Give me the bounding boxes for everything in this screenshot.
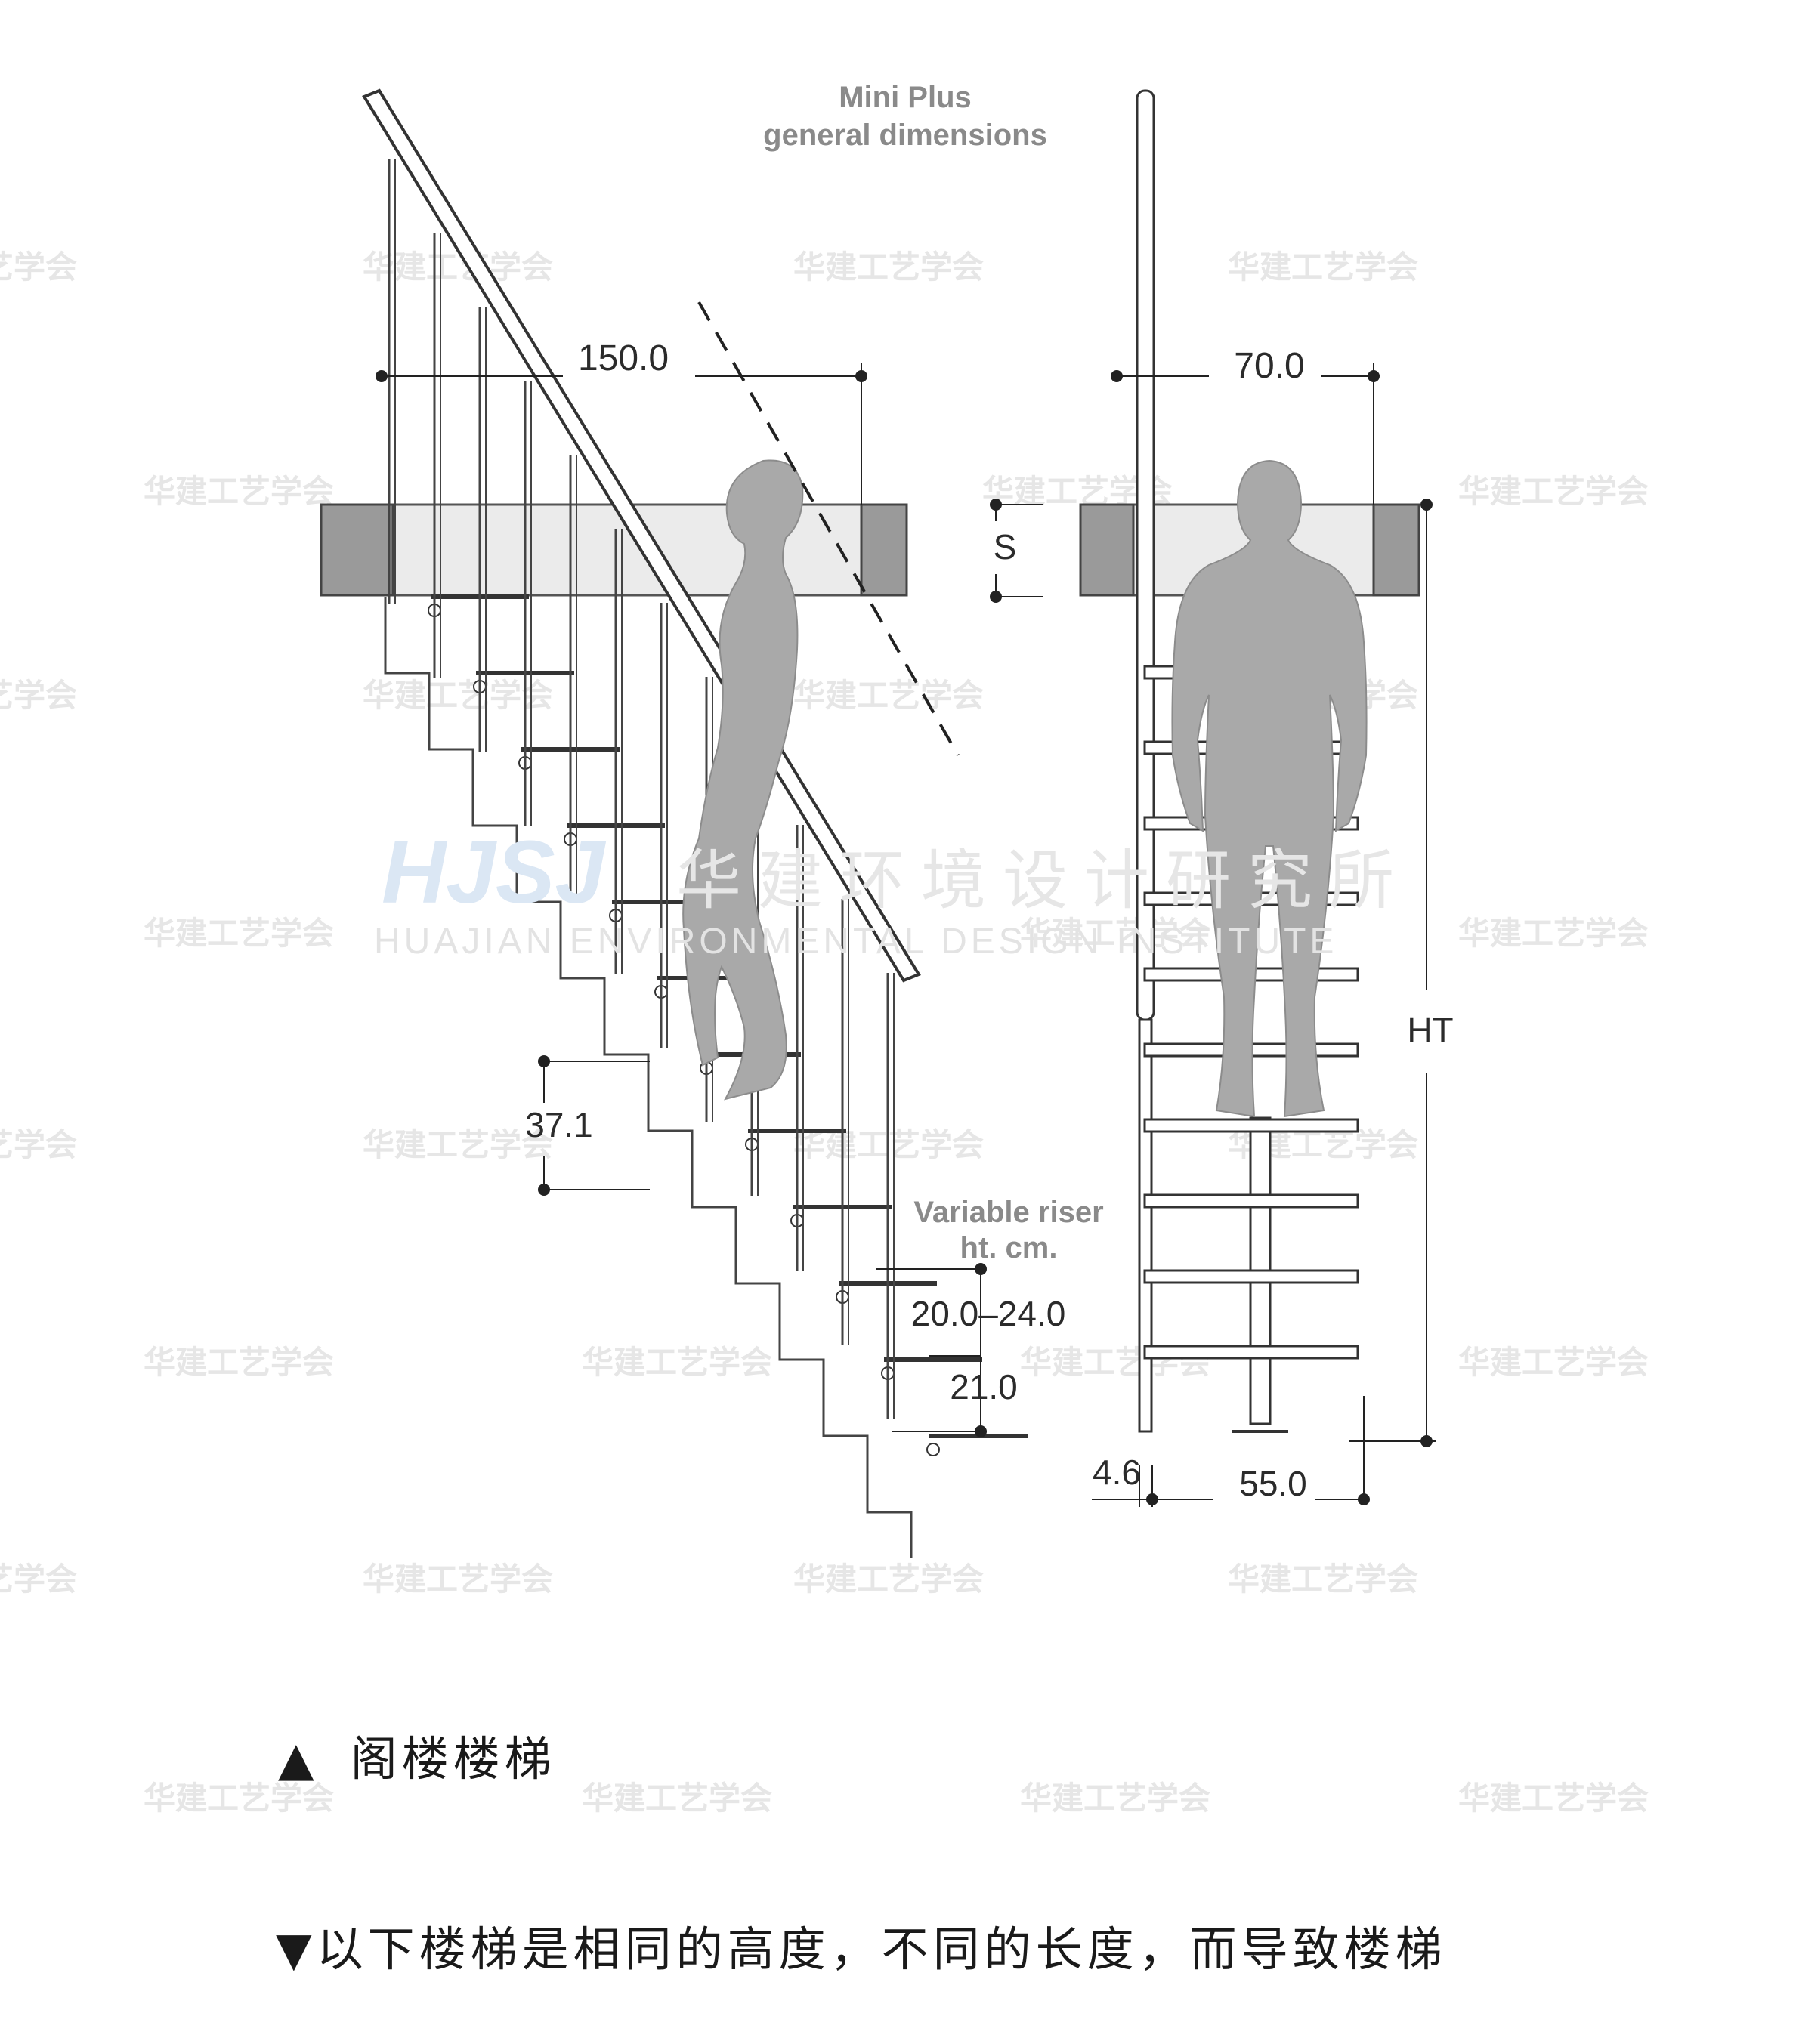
watermark-text: 华建工艺学会 <box>1458 915 1649 952</box>
riser-note-line1: Variable riser <box>913 1196 1103 1229</box>
watermark-layer: 华建工艺学会华建工艺学会华建工艺学会华建工艺学会华建工艺学会华建工艺学会华建工艺… <box>0 249 1649 1817</box>
watermark-logo: HJSJ <box>382 823 607 922</box>
watermark-text: 华建工艺学会 <box>144 473 334 510</box>
dim-ht: HT <box>1407 1011 1453 1050</box>
person-front-silhouette <box>1171 459 1368 1118</box>
watermark-text: 华建工艺学会 <box>0 1126 77 1163</box>
riser-note-line2: ht. cm. <box>960 1231 1058 1264</box>
front-tread <box>1143 1193 1359 1209</box>
caption-note: ▼以下楼梯是相同的高度，不同的长度，而导致楼梯 <box>276 1922 1447 1977</box>
slab-end-front-right <box>1372 503 1420 597</box>
front-stringer <box>1138 1018 1153 1433</box>
caption-marker: ▲ <box>278 1731 319 1786</box>
front-tread <box>1143 1345 1359 1360</box>
watermark-text: 华建工艺学会 <box>144 1780 334 1817</box>
stair-stringer <box>384 597 913 1558</box>
diagram-title-line2: general dimensions <box>763 119 1047 152</box>
slab-end-front-left <box>1079 503 1135 597</box>
front-tread <box>1143 1118 1359 1133</box>
watermark-text: 华建工艺学会 <box>363 677 553 714</box>
dim-rail-width: 4.6 <box>1093 1453 1141 1492</box>
side-tread-bolt <box>926 1443 940 1456</box>
watermark-text: 华建工艺学会 <box>144 1344 334 1381</box>
watermark-text: 华建工艺学会 <box>363 1561 553 1598</box>
watermark-text: 华建工艺学会 <box>793 1561 984 1598</box>
watermark-text: 华建工艺学会 <box>363 1126 553 1163</box>
watermark-text: 华建工艺学会 <box>1458 1780 1649 1817</box>
watermark-text: 华建工艺学会 <box>1228 1561 1418 1598</box>
watermark-text: 华建工艺学会 <box>582 1780 772 1817</box>
watermark-institute-cn: 华建环境设计研究所 <box>676 843 1411 919</box>
watermark-text: 华建工艺学会 <box>793 677 984 714</box>
dim-s: S <box>994 527 1017 567</box>
watermark-text: 华建工艺学会 <box>0 249 77 286</box>
watermark-text: 华建工艺学会 <box>582 1344 772 1381</box>
slab-end-left <box>320 503 394 597</box>
watermark-text: 华建工艺学会 <box>1458 473 1649 510</box>
diagram-title-line1: Mini Plus <box>839 81 972 114</box>
dim-tread-width: 55.0 <box>1239 1464 1307 1503</box>
slab-end-right <box>860 503 908 597</box>
watermark-text: 华建工艺学会 <box>1020 915 1210 952</box>
watermark-text: 华建工艺学会 <box>1020 1780 1210 1817</box>
dim-top-length: 150.0 <box>578 338 669 378</box>
watermark-text: 华建工艺学会 <box>0 1561 77 1598</box>
person-side-silhouette <box>682 459 804 1101</box>
watermark-text: 华建工艺学会 <box>0 677 77 714</box>
dim-riser-range: 20.0–24.0 <box>911 1294 1066 1333</box>
watermark-text: 华建工艺学会 <box>144 915 334 952</box>
dim-bottom-step: 21.0 <box>950 1367 1018 1406</box>
front-view <box>990 89 1436 1507</box>
dim-going: 37.1 <box>525 1105 593 1144</box>
side-view <box>320 88 1028 1558</box>
caption-title: ▲ 阁楼楼梯 <box>278 1721 556 1789</box>
watermark-institute-en: HUAJIAN ENVIRONMENTAL DESIGN INSTITUTE <box>374 922 1337 962</box>
caption-title-text: 阁楼楼梯 <box>350 1731 556 1786</box>
ceiling-slab-left <box>320 503 908 597</box>
headroom-clearance-line <box>697 301 960 756</box>
watermark-text: 华建工艺学会 <box>363 249 553 286</box>
watermark-text: 华建工艺学会 <box>1228 249 1418 286</box>
watermark-text: 华建工艺学会 <box>1458 1344 1649 1381</box>
dim-top-width: 70.0 <box>1234 346 1304 386</box>
watermark-text: 华建工艺学会 <box>793 249 984 286</box>
front-tread <box>1143 1269 1359 1284</box>
